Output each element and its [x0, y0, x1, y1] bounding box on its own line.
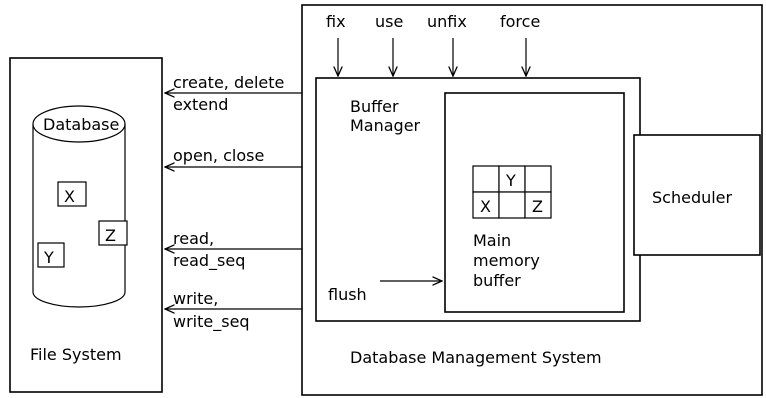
buffer-manager-label-line1: Buffer	[350, 97, 399, 116]
flush-label: flush	[328, 285, 367, 304]
call-create-delete-line1: create, delete	[173, 73, 284, 92]
call-write-line1: write,	[173, 289, 218, 308]
call-fix: fix	[326, 12, 346, 31]
scheduler-label: Scheduler	[652, 188, 733, 207]
call-read-line2: read_seq	[173, 251, 245, 271]
call-read-line1: read,	[173, 229, 214, 248]
buffer-manager-label-line2: Manager	[350, 116, 421, 135]
call-write-line2: write_seq	[173, 312, 250, 332]
svg-text:X: X	[64, 187, 75, 206]
buffer-label-line3: buffer	[473, 271, 521, 290]
call-force: force	[500, 12, 540, 31]
buffer-label-line1: Main	[473, 231, 511, 250]
svg-text:Z: Z	[105, 226, 116, 245]
svg-text:Y: Y	[43, 248, 54, 267]
buffer-frame-grid	[472, 165, 552, 219]
buffer-frame-y: Y	[505, 171, 516, 190]
database-page-y: Y	[37, 242, 65, 268]
call-open-close-line1: open, close	[173, 146, 264, 165]
top-call-arrows	[338, 38, 526, 76]
database-label: Database	[43, 115, 119, 134]
dbms-label: Database Management System	[350, 348, 602, 367]
file-system-label: File System	[30, 345, 122, 364]
database-page-x: X	[57, 181, 87, 207]
call-use: use	[375, 12, 403, 31]
scheduler-box	[633, 134, 761, 256]
call-unfix: unfix	[427, 12, 467, 31]
buffer-frame-x: X	[480, 197, 491, 216]
buffer-label-line2: memory	[473, 251, 540, 270]
call-create-delete-line2: extend	[173, 95, 228, 114]
database-page-z: Z	[98, 220, 128, 246]
buffer-frame-z: Z	[532, 197, 543, 216]
